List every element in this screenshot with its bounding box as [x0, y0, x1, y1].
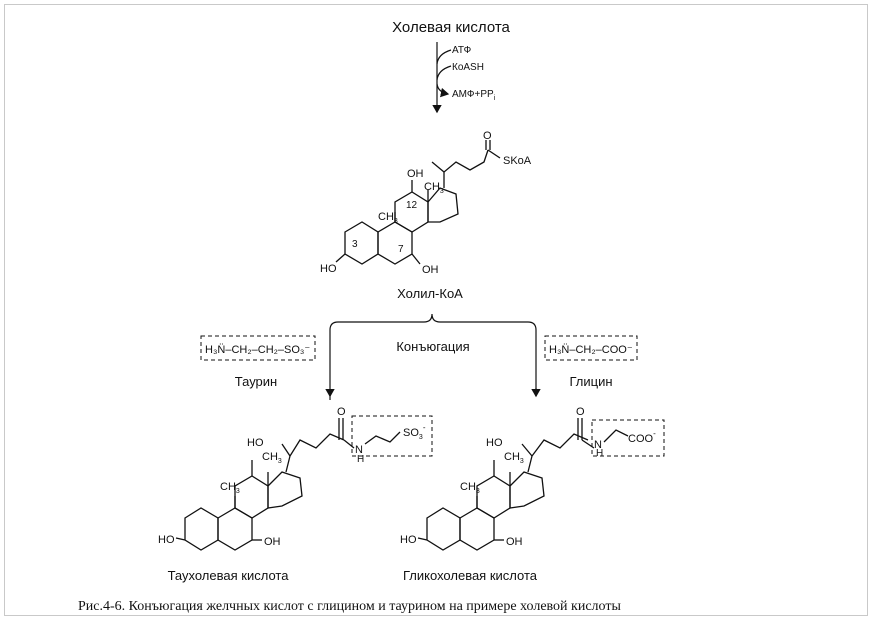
oh-3-label: HO [320, 263, 337, 275]
glyco-h-label: H [596, 448, 603, 459]
taurine-box [200, 335, 316, 361]
amp-pp-label: АМФ+PPi [452, 89, 496, 102]
taurine-formula: H₃N̈–CH₂–CH₂–SO₃⁻ [205, 343, 310, 356]
glycine-box [544, 335, 638, 361]
skoa-label: SKoA [503, 155, 532, 167]
cholic-acid-label: Холевая кислота [392, 19, 510, 36]
glyco-ch3-18-label: CH3 [504, 451, 524, 465]
position-12-label: 12 [406, 200, 418, 211]
tauro-oh-12-label: HO [247, 437, 264, 449]
tauro-n-label: N [355, 444, 363, 456]
ch3-18-label: CH3 [424, 181, 444, 195]
tauro-h-label: H [357, 454, 364, 465]
glycine-moiety-box [591, 419, 665, 457]
tauro-oh-7-label: OH [264, 536, 281, 548]
tauro-so3-label: SO3- [403, 423, 426, 441]
tauro-ch3-19-label: CH3 [220, 481, 240, 495]
glycocholic-name: Гликохолевая кислота [403, 568, 538, 583]
position-3-label: 3 [352, 239, 358, 250]
glyco-ch3-19-label: CH3 [460, 481, 480, 495]
tauro-ch3-18-label: CH3 [262, 451, 282, 465]
position-7-label: 7 [398, 244, 404, 255]
glyco-coo-label: COO- [628, 429, 656, 445]
glyco-o-label: O [576, 406, 585, 418]
taurocholic-structure [175, 418, 401, 551]
glyco-oh-7-label: OH [506, 536, 523, 548]
glycine-formula: H₃N̈–CH₂–COO⁻ [549, 343, 633, 356]
oh-7-label: OH [422, 264, 439, 276]
figure-frame [4, 4, 868, 616]
tauro-oh-3-label: HO [158, 534, 175, 546]
glycine-name: Глицин [569, 374, 612, 389]
atp-input-curve [436, 49, 452, 65]
amp-output-curve [436, 83, 450, 98]
conjugation-brace [329, 313, 537, 400]
atp-label: АТФ [452, 45, 472, 56]
tauro-o-label: O [337, 406, 346, 418]
glyco-oh-12-label: HO [486, 437, 503, 449]
glyco-oh-3-label: HO [400, 534, 417, 546]
carbonyl-o-label: O [483, 130, 492, 142]
taurocholic-name: Таухолевая кислота [168, 568, 290, 583]
glyco-n-label: N [594, 439, 602, 451]
choloyl-coa-structure [335, 140, 501, 265]
koash-label: КоASH [452, 62, 484, 73]
koash-input-curve [436, 65, 452, 81]
conjugation-label: Конъюгация [396, 339, 469, 354]
taurine-moiety-box [351, 415, 433, 457]
ch3-19-label: CH3 [378, 211, 398, 225]
choloyl-coa-name: Холил-КоА [397, 286, 463, 301]
figure-caption: Рис.4-6. Конъюгация желчных кислот с гли… [78, 599, 621, 614]
glycocholic-structure [417, 418, 629, 551]
oh-12-label: OH [407, 168, 424, 180]
taurine-name: Таурин [235, 374, 277, 389]
